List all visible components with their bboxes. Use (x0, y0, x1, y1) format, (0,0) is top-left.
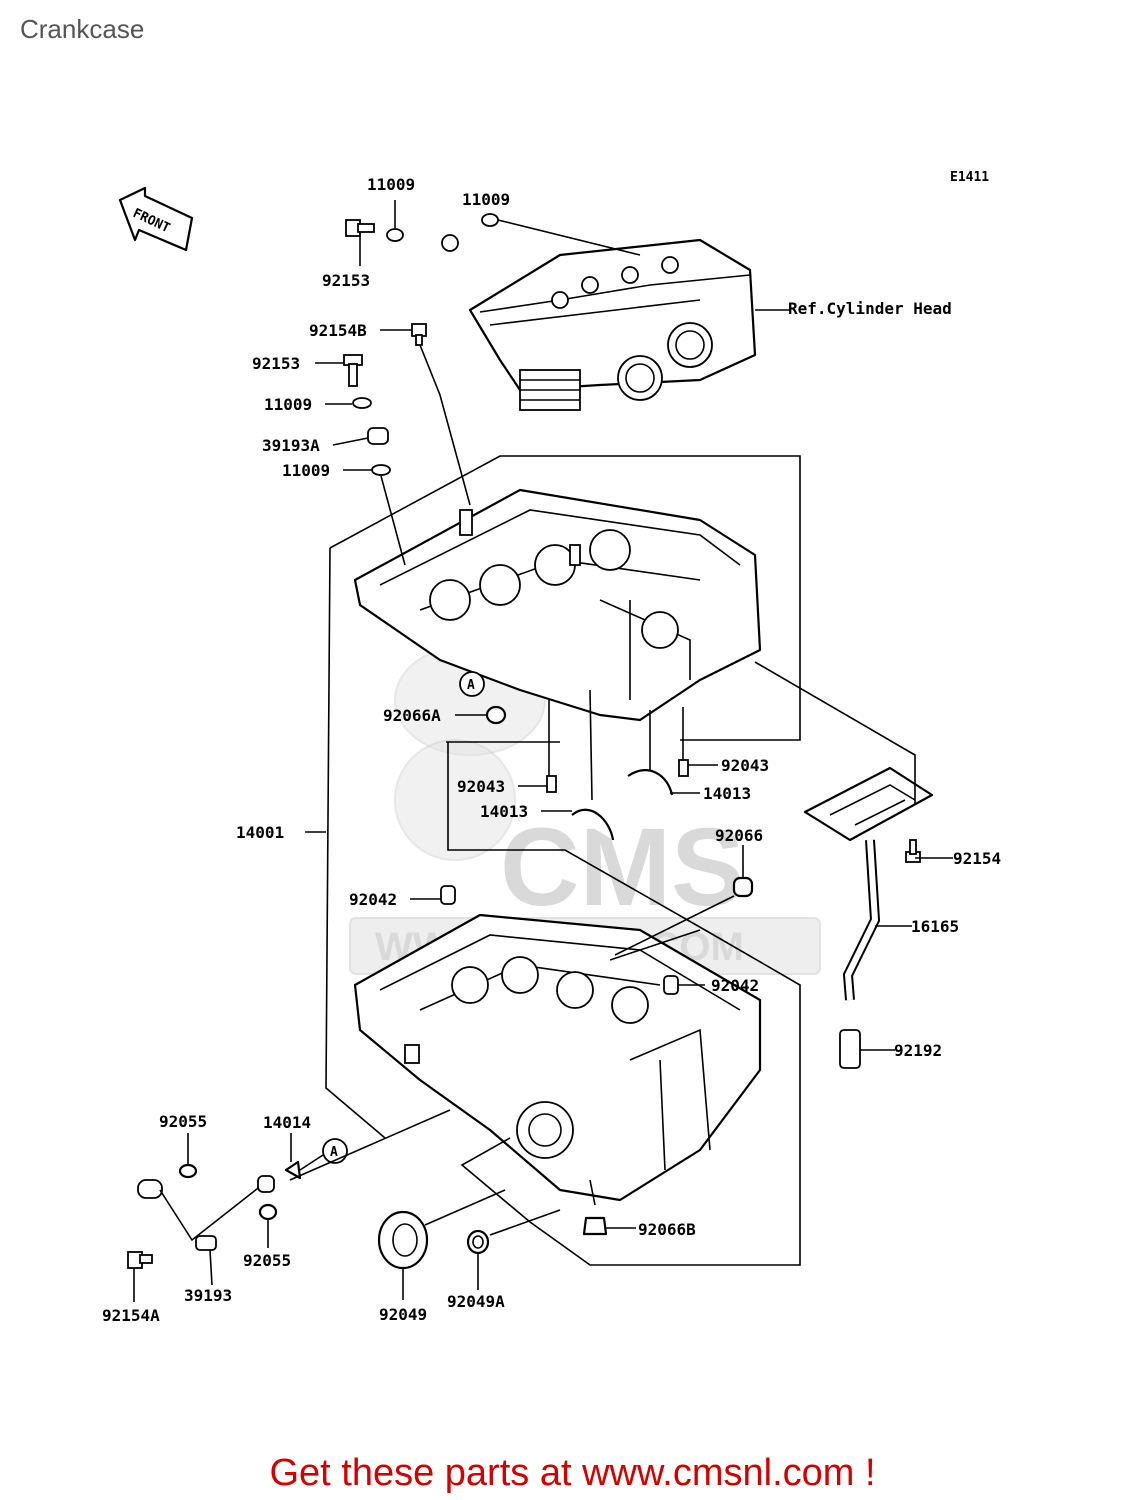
label-92066a: 92066A (383, 706, 441, 725)
assembly-boundary-lines (133, 200, 953, 1302)
lower-crankcase-drawing (353, 913, 762, 1202)
svg-text:A: A (467, 678, 475, 693)
washer-11009-d (371, 464, 391, 476)
label-92066b: 92066B (638, 1220, 696, 1239)
reference-circle-a-upper: A (459, 671, 485, 697)
plug-92066 (732, 876, 754, 898)
label-11009: 11009 (282, 461, 330, 480)
label-92043: 92043 (457, 777, 505, 796)
bearing-14013-b (627, 769, 674, 796)
oil-seal-92049 (377, 1210, 429, 1270)
diagram-code: E1411 (950, 170, 989, 185)
label-11009: 11009 (367, 175, 415, 194)
label-92066: 92066 (715, 826, 763, 845)
label-16165: 16165 (911, 917, 959, 936)
sleeve-92192 (839, 1029, 861, 1069)
bolt-92154a (127, 1251, 153, 1269)
plug-92066b (582, 1216, 608, 1236)
label-11009: 11009 (462, 190, 510, 209)
bolt-92153-mid (343, 354, 363, 387)
bolt-92154 (905, 839, 921, 863)
label-92153: 92153 (322, 271, 370, 290)
label-92154b: 92154B (309, 321, 367, 340)
front-arrow-icon: FRONT (118, 186, 194, 252)
cap-14014 (284, 1160, 302, 1180)
dowel-92043-a (546, 775, 557, 793)
ref-cylinder-head-note: Ref.Cylinder Head (788, 299, 952, 318)
label-92055: 92055 (243, 1251, 291, 1270)
label-92042: 92042 (711, 976, 759, 995)
label-14013: 14013 (480, 802, 528, 821)
label-11009: 11009 (264, 395, 312, 414)
oring-92055-b (258, 1203, 278, 1221)
label-92192: 92192 (894, 1041, 942, 1060)
washer-11009-c (352, 397, 372, 409)
oring-92055-a (178, 1163, 198, 1179)
dowel-92042-b (663, 975, 679, 995)
label-14001: 14001 (236, 823, 284, 842)
dowel-92042-a (440, 885, 456, 905)
cylinder-head-drawing (468, 238, 757, 411)
bolt-92154b (411, 323, 427, 346)
footer-link-text[interactable]: Get these parts at www.cmsnl.com ! (269, 1452, 876, 1494)
label-92153: 92153 (252, 354, 300, 373)
label-92154: 92154 (953, 849, 1001, 868)
label-92043: 92043 (721, 756, 769, 775)
label-92049a: 92049A (447, 1292, 505, 1311)
oil-pipe-39193 (137, 1175, 275, 1251)
label-14014: 14014 (263, 1113, 311, 1132)
plug-92066a (485, 705, 507, 725)
label-14013: 14013 (703, 784, 751, 803)
washer-11009-b (481, 213, 499, 227)
label-92042: 92042 (349, 890, 397, 909)
svg-text:A: A (330, 1145, 338, 1160)
watermark-text: CMS (500, 806, 744, 929)
dowel-92043-b (678, 759, 689, 777)
label-92154a: 92154A (102, 1306, 160, 1325)
reference-circle-a-lower: A (322, 1138, 348, 1164)
bolt-92153-top (345, 219, 375, 237)
label-39193a: 39193A (262, 436, 320, 455)
label-39193: 39193 (184, 1286, 232, 1305)
label-92049: 92049 (379, 1305, 427, 1324)
upper-crankcase-drawing (353, 488, 762, 722)
oil-pipe-39193a (367, 234, 459, 445)
label-92055: 92055 (159, 1112, 207, 1131)
bearing-14013-a (571, 808, 615, 841)
oil-seal-92049a (466, 1229, 490, 1255)
oil-screen-drawing (803, 766, 934, 842)
washer-11009-a (386, 228, 404, 242)
page-title: Crankcase (20, 14, 145, 44)
